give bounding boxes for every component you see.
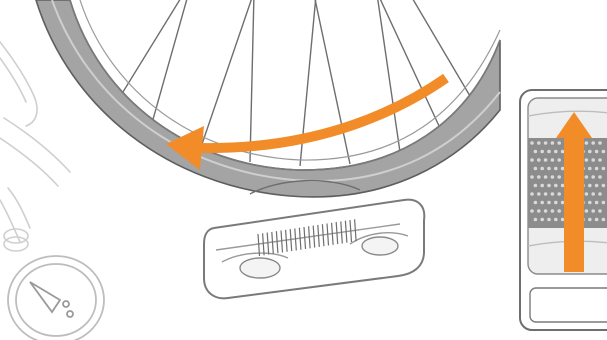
perforation-dot [544, 209, 548, 213]
perforation-dot [588, 167, 592, 171]
perforation-dot [551, 192, 555, 196]
perforation-dot [530, 175, 534, 179]
perforation-dot [547, 167, 551, 171]
perforation-dot [561, 167, 565, 171]
perforation-dot [595, 150, 599, 154]
perforation-dot [598, 175, 602, 179]
perforation-dot [602, 150, 606, 154]
wheel-spoke [250, 0, 260, 162]
perforation-dot [530, 209, 534, 213]
wheel-spoke [150, 0, 260, 130]
perforation-dot [534, 201, 538, 205]
bike-frame-sketch [0, 42, 70, 251]
perforation-dot [530, 141, 534, 145]
perforation-dot [547, 218, 551, 222]
perforation-dot [595, 167, 599, 171]
perforation-dot [544, 192, 548, 196]
perforation-dot [588, 184, 592, 188]
wheel-spoke [118, 0, 340, 100]
perforation-dot [591, 209, 595, 213]
perforation-dot [557, 141, 561, 145]
perforation-dot [598, 192, 602, 196]
perforation-dot [588, 218, 592, 222]
perforation-dot [540, 150, 544, 154]
perforation-dot [588, 201, 592, 205]
perforation-dot [598, 141, 602, 145]
perforation-dot [544, 141, 548, 145]
perforation-dot [588, 150, 592, 154]
perforation-dot [561, 184, 565, 188]
perforation-dot [602, 218, 606, 222]
perforation-dot [557, 175, 561, 179]
perforation-dot [537, 158, 541, 162]
perforation-dot [534, 167, 538, 171]
perforation-dot [591, 158, 595, 162]
perforation-dot [595, 184, 599, 188]
perforation-dot [540, 201, 544, 205]
wheel-spoke [260, 0, 440, 128]
caster-wheel [8, 256, 104, 340]
perforation-dot [595, 201, 599, 205]
perforation-dot [557, 158, 561, 162]
perforation-dot [585, 158, 589, 162]
perforation-dot [534, 150, 538, 154]
bike-wheel [36, 0, 500, 197]
perforation-dot [554, 218, 558, 222]
perforation-dot [537, 192, 541, 196]
perforation-dot [537, 141, 541, 145]
perforation-dot [551, 141, 555, 145]
perforation-dot [544, 158, 548, 162]
perforation-dot [540, 167, 544, 171]
perforation-dot [544, 175, 548, 179]
inset-panel [520, 90, 607, 330]
perforation-dot [561, 201, 565, 205]
perforation-dot [554, 167, 558, 171]
perforation-dot [554, 150, 558, 154]
perforation-dot [530, 158, 534, 162]
perforation-dot [530, 192, 534, 196]
perforation-dot [561, 150, 565, 154]
perforation-dot [540, 218, 544, 222]
perforation-dot [540, 184, 544, 188]
perforation-dot [595, 218, 599, 222]
perforation-dot [551, 158, 555, 162]
perforation-dot [534, 218, 538, 222]
perforation-dot [537, 209, 541, 213]
perforation-dot [602, 167, 606, 171]
perforation-dot [557, 192, 561, 196]
perforation-dot [554, 201, 558, 205]
perforation-dot [598, 209, 602, 213]
perforation-dot [591, 141, 595, 145]
wheel-spoke [200, 0, 340, 150]
perforation-dot [602, 184, 606, 188]
perforation-dot [561, 218, 565, 222]
perforation-dot [547, 201, 551, 205]
perforation-dot [547, 184, 551, 188]
perforation-dot [591, 192, 595, 196]
perforation-dot [585, 192, 589, 196]
perforation-dot [585, 175, 589, 179]
perforation-dot [554, 184, 558, 188]
perforation-dot [585, 141, 589, 145]
perforation-dot [534, 184, 538, 188]
perforation-dot [585, 209, 589, 213]
perforation-dot [551, 209, 555, 213]
perforation-dot [547, 150, 551, 154]
perforation-dot [602, 201, 606, 205]
perforation-dot [537, 175, 541, 179]
perforation-dot [551, 175, 555, 179]
perforation-dot [598, 158, 602, 162]
perforation-dot [557, 209, 561, 213]
perforation-dot [591, 175, 595, 179]
roller-stand [204, 200, 424, 299]
